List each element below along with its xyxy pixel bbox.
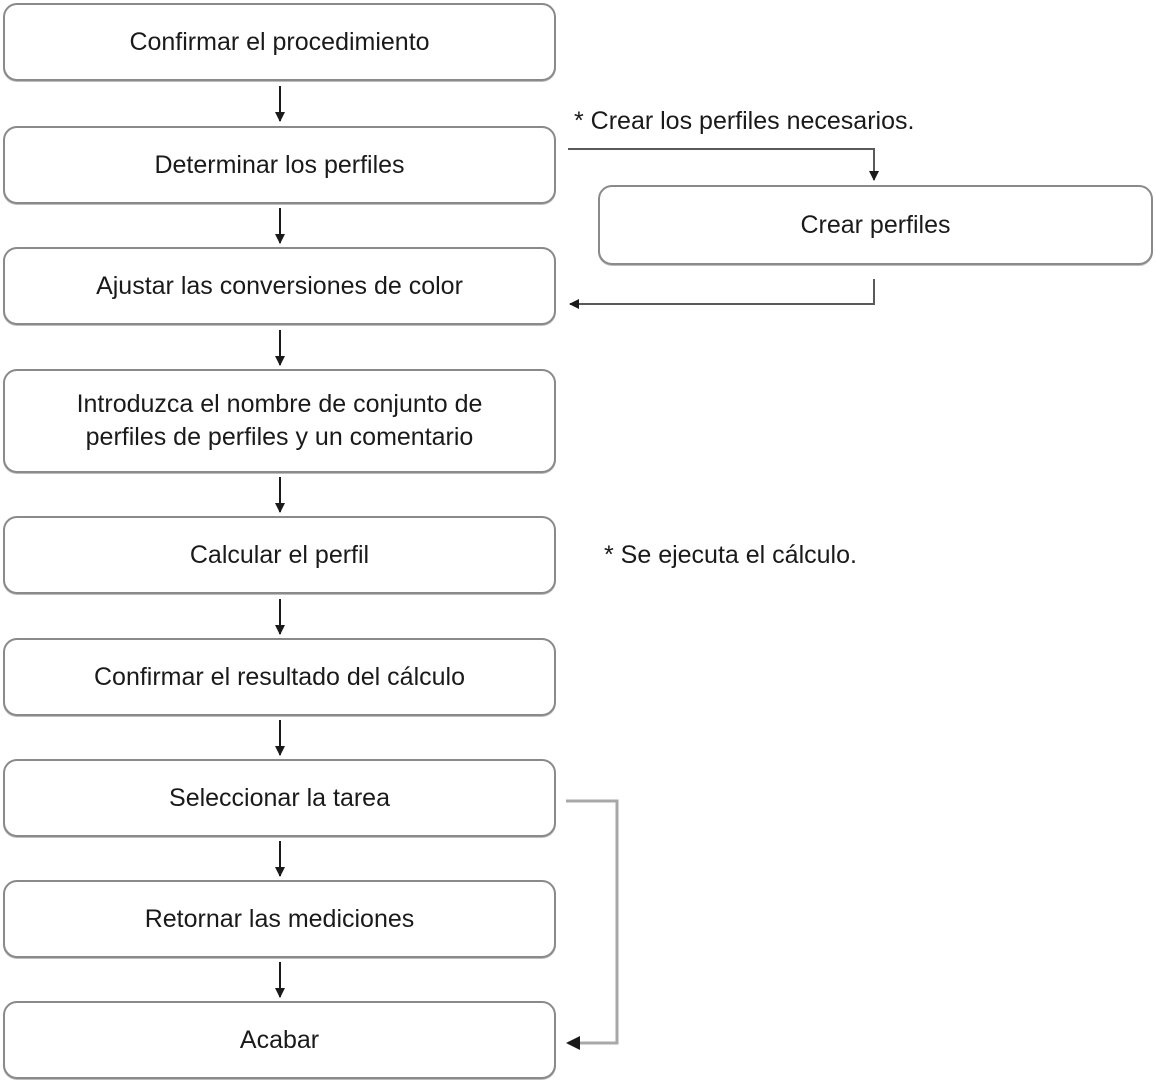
note-text: * Crear los perfiles necesarios.	[574, 107, 915, 135]
step-label: Seleccionar la tarea	[169, 783, 390, 812]
step-adjust-color-conversions: Ajustar las conversiones de color	[3, 247, 556, 325]
step-create-profiles: Crear perfiles	[598, 185, 1153, 265]
step-label: Acabar	[239, 1025, 320, 1054]
step-label: Confirmar el procedimiento	[129, 27, 430, 56]
step-label: Confirmar el resultado del cálculo	[93, 662, 465, 691]
step-label: Calcular el perfil	[189, 540, 370, 569]
branch-to-create-profiles	[568, 148, 879, 181]
step-confirm-procedure: Confirmar el procedimiento	[3, 3, 556, 81]
step-calculate-profile: Calcular el perfil	[3, 516, 556, 594]
note-create-profiles: * Crear los perfiles necesarios.	[574, 106, 914, 136]
step-label: Crear perfiles	[800, 210, 951, 239]
return-from-create-profiles	[569, 279, 875, 309]
step-confirm-calculation-result: Confirmar el resultado del cálculo	[3, 638, 556, 716]
step-finish: Acabar	[3, 1001, 556, 1079]
step-select-task: Seleccionar la tarea	[3, 759, 556, 837]
note-calculation: * Se ejecuta el cálculo.	[604, 540, 857, 570]
skip-to-finish-line	[566, 799, 619, 1045]
step-label: Retornar las mediciones	[144, 904, 415, 933]
step-label: Ajustar las conversiones de color	[96, 271, 463, 300]
step-return-measurements: Retornar las mediciones	[3, 880, 556, 958]
step-label: Introduzca el nombre de conjunto de perf…	[76, 390, 483, 451]
step-label: Determinar los perfiles	[154, 150, 405, 179]
note-text: * Se ejecuta el cálculo.	[604, 541, 857, 569]
skip-to-finish-arrowhead	[566, 1036, 580, 1050]
step-enter-profile-set-name: Introduzca el nombre de conjunto de perf…	[3, 369, 556, 473]
step-determine-profiles: Determinar los perfiles	[3, 126, 556, 204]
